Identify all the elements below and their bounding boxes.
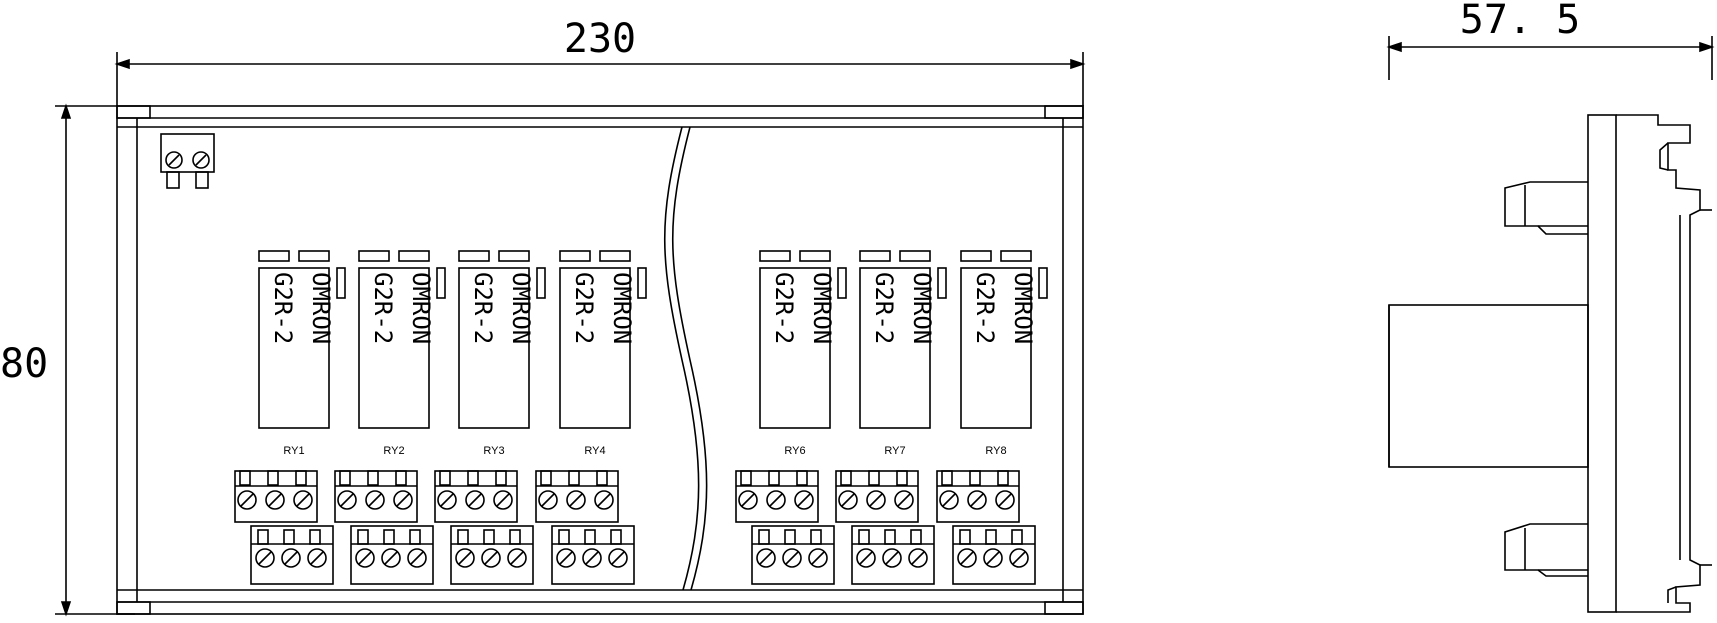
- relay-body: [559, 267, 631, 429]
- terminal-block-upper: [434, 470, 518, 523]
- terminal-block-lower: [350, 525, 434, 585]
- relay-body: [859, 267, 931, 429]
- relay-designator-label: RY3: [483, 445, 504, 457]
- depth-dimension-label: 57. 5: [1460, 0, 1580, 43]
- break-line: [663, 126, 708, 591]
- relay-model-label: G2R-2: [469, 272, 497, 344]
- relay-model-label: G2R-2: [770, 272, 798, 344]
- width-dimension-label: 230: [564, 16, 636, 62]
- relay-model-label: G2R-2: [870, 272, 898, 344]
- relay-body: [960, 267, 1032, 429]
- relay-brand-label: OMRON: [908, 272, 936, 344]
- led-indicator: [637, 267, 647, 299]
- led-indicator: [937, 267, 947, 299]
- side-view: [1388, 114, 1712, 613]
- relay-body: [759, 267, 831, 429]
- relay-model-label: G2R-2: [369, 272, 397, 344]
- terminal-block-lower: [250, 525, 334, 585]
- power-terminal: [160, 133, 215, 189]
- terminal-block-upper: [234, 470, 318, 523]
- terminal-block-lower: [551, 525, 635, 585]
- relay-brand-label: OMRON: [507, 272, 535, 344]
- relay-designator-label: RY7: [884, 445, 905, 457]
- relay-model-label: G2R-2: [570, 272, 598, 344]
- led-indicator: [1038, 267, 1048, 299]
- terminal-block-lower: [851, 525, 935, 585]
- relays-group: OMRONG2R-2RY1OMRONG2R-2RY2OMRONG2R-2RY3O…: [234, 250, 1048, 585]
- relay-brand-label: OMRON: [407, 272, 435, 344]
- relay-model-label: G2R-2: [269, 272, 297, 344]
- terminal-block-upper: [835, 470, 919, 523]
- height-dimension-label: 80: [0, 341, 48, 387]
- led-indicator: [336, 267, 346, 299]
- depth-dimension: [1386, 36, 1715, 80]
- relay-designator-label: RY6: [784, 445, 805, 457]
- relay-brand-label: OMRON: [808, 272, 836, 344]
- width-dimension: [114, 52, 1086, 106]
- terminal-block-upper: [735, 470, 819, 523]
- terminal-block-upper: [936, 470, 1020, 523]
- relay-brand-label: OMRON: [608, 272, 636, 344]
- terminal-block-upper: [535, 470, 619, 523]
- terminal-block-lower: [450, 525, 534, 585]
- relay-body: [458, 267, 530, 429]
- terminal-block-lower: [952, 525, 1036, 585]
- relay-body: [358, 267, 430, 429]
- height-dimension: [55, 103, 135, 617]
- relay-designator-label: RY8: [985, 445, 1006, 457]
- led-indicator: [837, 267, 847, 299]
- terminal-block-upper: [334, 470, 418, 523]
- enclosure-outline: [116, 105, 1084, 615]
- relay-designator-label: RY4: [584, 445, 605, 457]
- relay-model-label: G2R-2: [971, 272, 999, 344]
- terminal-block-lower: [751, 525, 835, 585]
- led-indicator: [536, 267, 546, 299]
- relay-designator-label: RY1: [283, 445, 304, 457]
- relay-body: [258, 267, 330, 429]
- relay-designator-label: RY2: [383, 445, 404, 457]
- relay-brand-label: OMRON: [307, 272, 335, 344]
- relay-brand-label: OMRON: [1009, 272, 1037, 344]
- led-indicator: [436, 267, 446, 299]
